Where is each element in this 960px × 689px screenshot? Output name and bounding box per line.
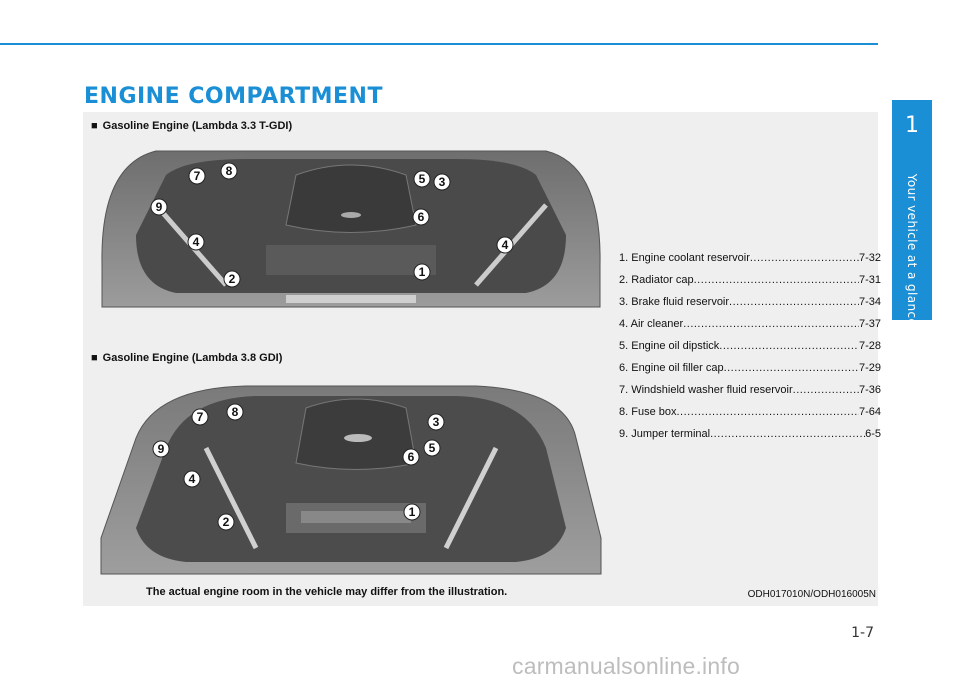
engine-illustration-lambda-33 xyxy=(101,150,601,308)
callout-5: 5 xyxy=(413,170,431,188)
svg-text:4: 4 xyxy=(193,235,200,249)
section-heading-text: Gasoline Engine (Lambda 3.3 T-GDI) xyxy=(102,120,293,132)
list-item: 8. Fuse box 7-64 xyxy=(619,405,881,427)
callout-1: 1 xyxy=(403,503,421,521)
callout-1: 1 xyxy=(413,263,431,281)
list-item: 6. Engine oil filler cap 7-29 xyxy=(619,361,881,383)
callout-2: 2 xyxy=(217,513,235,531)
svg-text:3: 3 xyxy=(439,175,446,189)
callout-4: 4 xyxy=(183,470,201,488)
section-heading-text: Gasoline Engine (Lambda 3.8 GDI) xyxy=(102,352,283,364)
square-bullet-icon: ■ xyxy=(91,120,98,132)
list-item: 9. Jumper terminal 6-5 xyxy=(619,427,881,449)
page-ref[interactable]: 7-31 xyxy=(858,274,881,286)
section-heading-lambda-38: ■ Gasoline Engine (Lambda 3.8 GDI) xyxy=(91,352,282,364)
callout-4b: 4 xyxy=(496,236,514,254)
square-bullet-icon: ■ xyxy=(91,352,98,364)
page-ref[interactable]: 7-37 xyxy=(858,318,881,330)
svg-text:2: 2 xyxy=(223,515,230,529)
engine-callouts-lambda-38: 1 2 3 4 5 6 7 8 9 xyxy=(152,403,445,531)
svg-text:9: 9 xyxy=(156,200,163,214)
callout-9: 9 xyxy=(150,198,168,216)
page-ref[interactable]: 7-28 xyxy=(858,340,881,352)
callout-3: 3 xyxy=(427,413,445,431)
svg-text:4: 4 xyxy=(189,472,196,486)
page-ref[interactable]: 7-64 xyxy=(858,406,881,418)
section-heading-lambda-33: ■ Gasoline Engine (Lambda 3.3 T-GDI) xyxy=(91,120,292,132)
callout-6: 6 xyxy=(402,448,420,466)
image-code: ODH017010N/ODH016005N xyxy=(747,589,876,600)
chapter-label: Your vehicle at a glance xyxy=(905,173,919,327)
svg-text:8: 8 xyxy=(226,164,233,178)
watermark: carmanualsonline.info xyxy=(512,653,740,679)
svg-text:6: 6 xyxy=(408,450,415,464)
callout-8: 8 xyxy=(226,403,244,421)
page-ref[interactable]: 7-34 xyxy=(858,296,881,308)
svg-text:2: 2 xyxy=(229,272,236,286)
list-item: 3. Brake fluid reservoir 7-34 xyxy=(619,295,881,317)
page-ref[interactable]: 6-5 xyxy=(865,428,881,440)
svg-text:1: 1 xyxy=(419,265,426,279)
svg-text:9: 9 xyxy=(158,442,165,456)
page-title: ENGINE COMPARTMENT xyxy=(84,84,383,109)
callout-7: 7 xyxy=(188,167,206,185)
svg-text:7: 7 xyxy=(194,169,201,183)
page-number: 1-7 xyxy=(851,625,874,641)
callout-4: 4 xyxy=(187,233,205,251)
svg-text:5: 5 xyxy=(429,441,436,455)
callout-3: 3 xyxy=(433,173,451,191)
engine-callouts-lambda-33: 1 2 3 4 4 5 6 7 8 9 xyxy=(150,162,514,288)
list-item: 1. Engine coolant reservoir 7-32 xyxy=(619,251,881,273)
header-rule xyxy=(0,43,878,45)
illustration-disclaimer: The actual engine room in the vehicle ma… xyxy=(146,586,508,598)
callout-8: 8 xyxy=(220,162,238,180)
parts-list: 1. Engine coolant reservoir 7-32 2. Radi… xyxy=(619,251,881,449)
svg-text:1: 1 xyxy=(409,505,416,519)
list-item: 5. Engine oil dipstick 7-28 xyxy=(619,339,881,361)
svg-text:5: 5 xyxy=(419,172,426,186)
chapter-number: 1 xyxy=(905,113,919,138)
svg-text:3: 3 xyxy=(433,415,440,429)
list-item: 4. Air cleaner7-37 xyxy=(619,317,881,339)
callout-2: 2 xyxy=(223,270,241,288)
svg-text:7: 7 xyxy=(197,410,204,424)
page-ref[interactable]: 7-32 xyxy=(858,252,881,264)
callout-6: 6 xyxy=(412,208,430,226)
list-item: 2. Radiator cap 7-31 xyxy=(619,273,881,295)
chapter-tab[interactable]: 1 Your vehicle at a glance xyxy=(892,100,932,326)
callout-5: 5 xyxy=(423,439,441,457)
svg-text:8: 8 xyxy=(232,405,239,419)
list-item: 7. Windshield washer fluid reservoir 7-3… xyxy=(619,383,881,405)
svg-text:4: 4 xyxy=(502,238,509,252)
callout-9: 9 xyxy=(152,440,170,458)
page-ref[interactable]: 7-36 xyxy=(858,384,881,396)
page-ref[interactable]: 7-29 xyxy=(858,362,881,374)
svg-text:6: 6 xyxy=(418,210,425,224)
callout-7: 7 xyxy=(191,408,209,426)
